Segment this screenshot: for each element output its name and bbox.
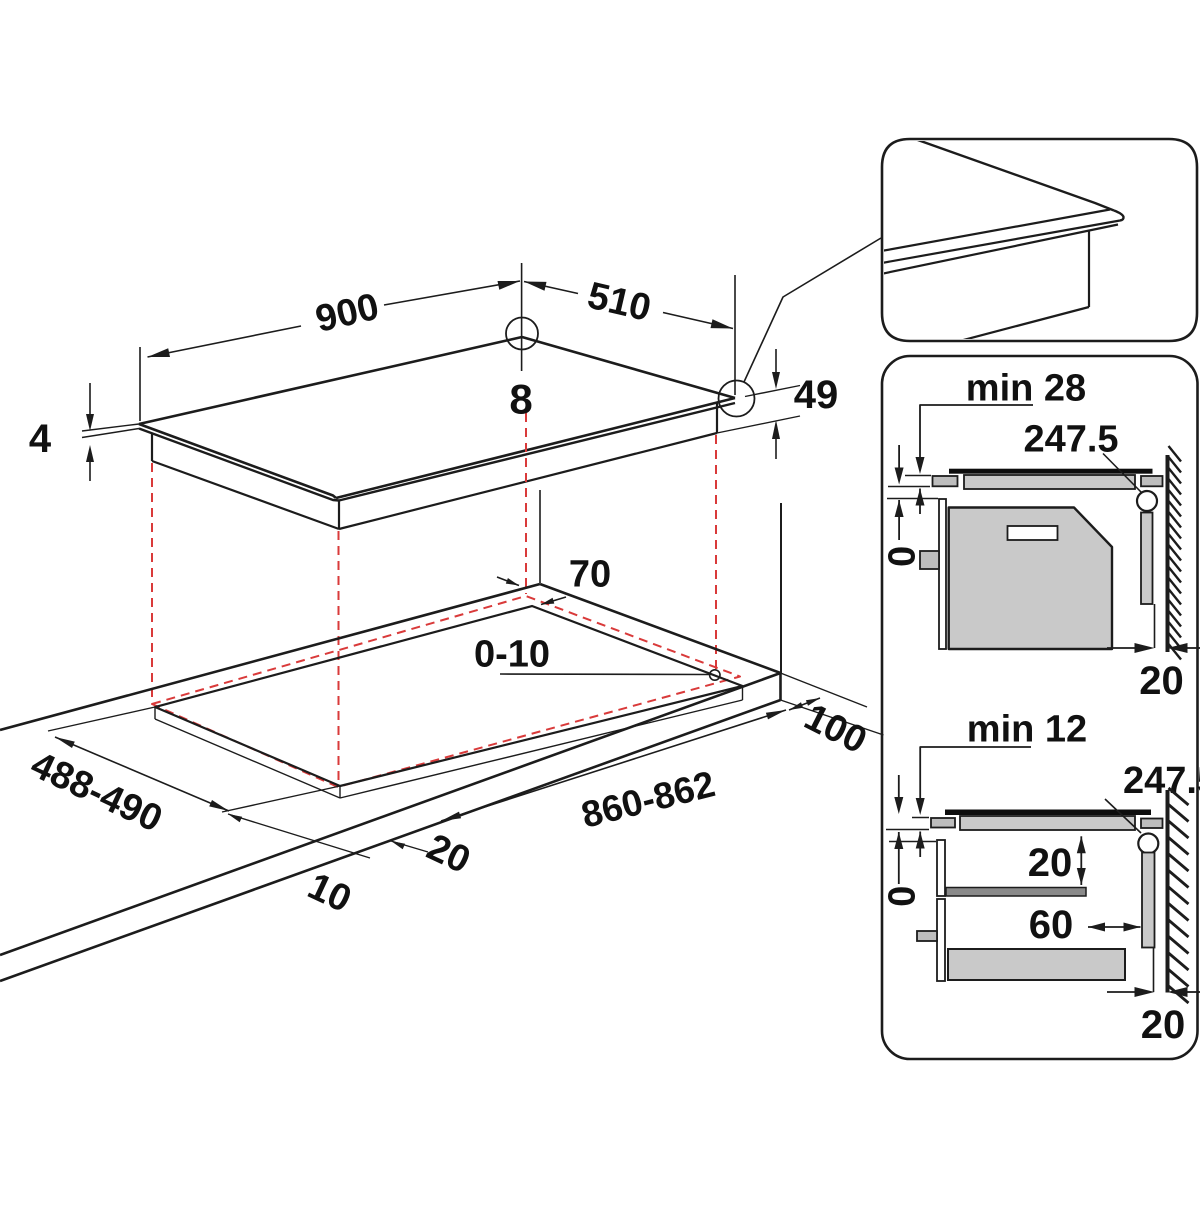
svg-text:0-10: 0-10 [474, 633, 550, 675]
svg-text:0: 0 [880, 546, 922, 567]
svg-text:20: 20 [1139, 659, 1184, 703]
svg-text:8: 8 [509, 376, 532, 423]
svg-text:49: 49 [794, 373, 839, 417]
svg-text:20: 20 [1141, 1003, 1186, 1047]
svg-text:70: 70 [569, 553, 611, 595]
svg-text:4: 4 [29, 417, 52, 461]
svg-text:min 28: min 28 [966, 367, 1086, 409]
svg-text:60: 60 [1029, 903, 1074, 947]
svg-text:247.5: 247.5 [1023, 418, 1118, 460]
svg-text:20: 20 [1028, 841, 1073, 885]
svg-text:247.5: 247.5 [1123, 760, 1200, 802]
svg-text:min 12: min 12 [967, 708, 1087, 750]
svg-text:0: 0 [879, 886, 921, 907]
